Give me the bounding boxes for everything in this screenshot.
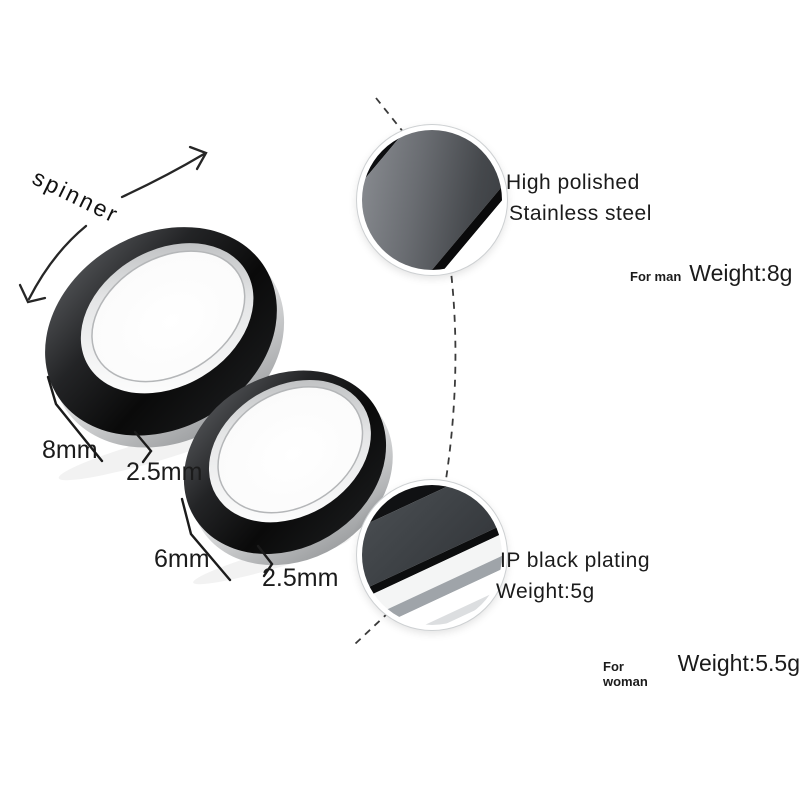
dimension-caret-2-5mm-small [256,544,274,578]
weight-woman: For woman Weight:5.5g [603,650,800,689]
black-plating-zoom [362,485,502,625]
dimension-label-8mm: 8mm [42,436,98,464]
weight-woman-prefix: For woman [603,659,648,689]
rotate-arrow-down-icon [18,224,88,304]
callout-top-line1: High polished [506,171,640,194]
callout-bottom-line1: IP black plating [500,549,651,572]
weight-woman-value: Weight:5.5g [677,650,800,676]
dimension-bracket-6mm [180,497,232,582]
callout-connector-line-middle [444,262,457,487]
dimension-label-2-5mm-small: 2.5mm [262,564,339,592]
rotate-arrow-up-icon [120,145,208,199]
polished-surface-zoom [362,130,502,270]
dimension-caret-2-5mm-large [133,430,153,464]
dimension-bracket-8mm [46,375,104,463]
ring-small [183,370,393,566]
ring-large [45,227,285,448]
callout-top-line2: Stainless steel [509,202,652,225]
dimension-label-6mm: 6mm [154,545,210,573]
weight-man-prefix: For man [630,269,682,284]
weight-man-value: Weight:8g [689,260,793,286]
callout-circle-top [357,125,507,275]
callout-bottom-line2: Weight:5g [496,580,595,603]
dimension-label-2-5mm-large: 2.5mm [126,458,203,486]
callout-circle-bottom [357,480,507,630]
callout-connector-line-top [375,97,405,134]
weight-man: For man Weight:8g [630,260,792,287]
